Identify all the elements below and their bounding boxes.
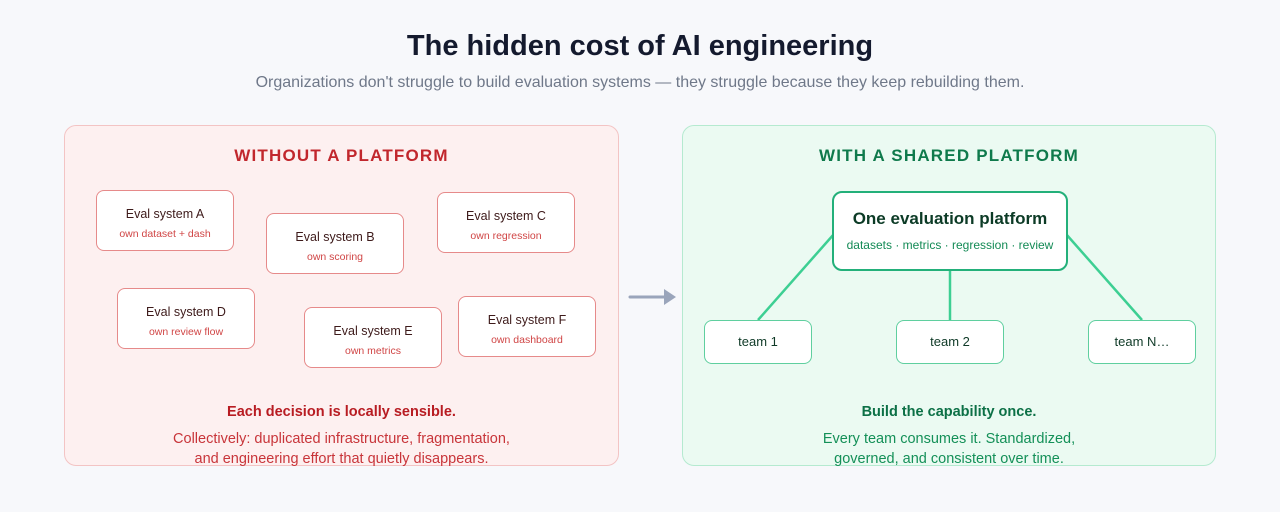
eval-system-detail: own regression (470, 230, 542, 242)
eval-system-d-box: Eval system D own review flow (117, 288, 255, 349)
without-platform-panel: WITHOUT A PLATFORM Eval system A own dat… (64, 125, 619, 469)
with-platform-panel: WITH A SHARED PLATFORM One evaluation pl… (682, 125, 1216, 469)
right-note-line: Every team consumes it. Standardized, (822, 431, 1076, 447)
eval-system-detail: own review flow (148, 326, 224, 338)
eval-system-f-box: Eval system F own dashboard (458, 296, 596, 357)
page-subtitle: Organizations don't struggle to build ev… (255, 74, 1025, 91)
platform-subtitle: datasets · metrics · regression · review (846, 238, 1054, 252)
team-2-box: team 2 (896, 320, 1004, 364)
eval-system-detail: own metrics (344, 345, 401, 357)
eval-system-name: Eval system D (146, 305, 226, 319)
eval-system-b-box: Eval system B own scoring (266, 213, 404, 274)
eval-system-name: Eval system A (125, 207, 205, 221)
platform-box: One evaluation platform datasets · metri… (832, 191, 1068, 271)
connector-team-1 (757, 233, 835, 321)
connector-team-n (1065, 233, 1143, 321)
right-note-line: governed, and consistent over time. (834, 451, 1064, 467)
eval-system-name: Eval system C (466, 209, 546, 223)
right-note-body: Every team consumes it. Standardized, go… (683, 429, 1215, 469)
eval-system-a-box: Eval system A own dataset + dash (96, 190, 234, 251)
platform-title: One evaluation platform (852, 209, 1048, 228)
left-note-body: Collectively: duplicated infrastructure,… (65, 429, 618, 469)
without-platform-heading: WITHOUT A PLATFORM (234, 146, 449, 165)
eval-system-name: Eval system E (333, 324, 413, 338)
team-n-box: team N… (1088, 320, 1196, 364)
eval-system-e-box: Eval system E own metrics (304, 307, 442, 368)
eval-system-c-box: Eval system C own regression (437, 192, 575, 253)
eval-system-name: Eval system B (295, 230, 375, 244)
arrow-right-icon (628, 289, 676, 305)
left-note-line: Collectively: duplicated infrastructure,… (173, 431, 510, 447)
left-note-line: and engineering effort that quietly disa… (194, 451, 489, 467)
eval-system-detail: own dashboard (491, 334, 563, 346)
right-note-title: Build the capability once. (861, 404, 1037, 420)
eval-system-detail: own scoring (306, 251, 364, 263)
page-title: The hidden cost of AI engineering (406, 30, 874, 62)
eval-system-detail: own dataset + dash (119, 228, 211, 240)
with-platform-heading: WITH A SHARED PLATFORM (819, 146, 1079, 165)
eval-system-name: Eval system F (487, 313, 567, 327)
team-1-box: team 1 (704, 320, 812, 364)
left-note-title: Each decision is locally sensible. (227, 404, 456, 420)
